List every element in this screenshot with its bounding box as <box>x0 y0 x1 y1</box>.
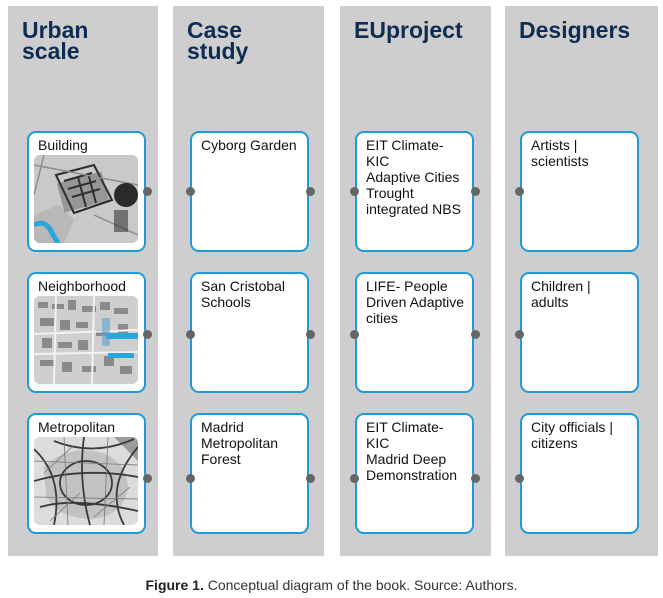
card-label: EIT Climate-KIC Adaptive Cities Trought … <box>366 137 461 217</box>
connector-dot <box>515 187 524 196</box>
card-officials-citizens: City officials | citizens <box>520 413 639 534</box>
card-building: Building <box>27 131 146 252</box>
metropolitan-map-image <box>34 437 138 525</box>
card-label: Children | adults <box>531 278 591 310</box>
figure-caption: Figure 1. Conceptual diagram of the book… <box>0 577 663 593</box>
connector-dot <box>515 474 524 483</box>
card-label: EIT Climate-KIC Madrid Deep Demonstratio… <box>366 419 458 483</box>
connector-dot <box>350 187 359 196</box>
card-artists-scientists: Artists | scientists <box>520 131 639 252</box>
connector-dot <box>471 474 480 483</box>
column-title: EUproject <box>354 17 463 43</box>
card-children-adults: Children | adults <box>520 272 639 393</box>
connector-dot <box>471 187 480 196</box>
card-madrid-forest: Madrid Metropolitan Forest <box>190 413 309 534</box>
connector-dot <box>350 330 359 339</box>
connector-dot <box>306 330 315 339</box>
column-title: Case study <box>187 17 249 64</box>
building-map-image <box>34 155 138 243</box>
card-eit-adaptive-cities: EIT Climate-KIC Adaptive Cities Trought … <box>355 131 474 252</box>
card-metropolitan: Metropolitan <box>27 413 146 534</box>
card-cyborg-garden: Cyborg Garden <box>190 131 309 252</box>
card-label: San Cristobal Schools <box>201 278 286 310</box>
card-san-cristobal: San Cristobal Schools <box>190 272 309 393</box>
connector-dot <box>186 474 195 483</box>
connector-dot <box>143 330 152 339</box>
card-label: Building <box>38 137 88 153</box>
connector-dot <box>471 330 480 339</box>
card-label: Metropolitan <box>38 419 116 435</box>
connector-dot <box>515 330 524 339</box>
card-label: Artists | scientists <box>531 137 589 169</box>
column-title: Urban scale <box>22 17 89 64</box>
connector-dot <box>143 474 152 483</box>
connector-dot <box>350 474 359 483</box>
card-label: Neighborhood <box>38 278 126 294</box>
card-label: LIFE- People Driven Adaptive cities <box>366 278 465 326</box>
neighborhood-map-image <box>34 296 138 384</box>
card-neighborhood: Neighborhood <box>27 272 146 393</box>
caption-label: Figure 1. <box>145 577 204 593</box>
column-title: Designers <box>519 17 631 43</box>
connector-dot <box>186 330 195 339</box>
connector-dot <box>306 474 315 483</box>
card-label: Madrid Metropolitan Forest <box>201 419 279 467</box>
connector-dot <box>306 187 315 196</box>
card-eit-madrid-deep: EIT Climate-KIC Madrid Deep Demonstratio… <box>355 413 474 534</box>
card-label: City officials | citizens <box>531 419 613 451</box>
connector-dot <box>186 187 195 196</box>
connector-dot <box>143 187 152 196</box>
card-life-people: LIFE- People Driven Adaptive cities <box>355 272 474 393</box>
caption-text: Conceptual diagram of the book. Source: … <box>203 577 518 593</box>
card-label: Cyborg Garden <box>201 137 297 153</box>
